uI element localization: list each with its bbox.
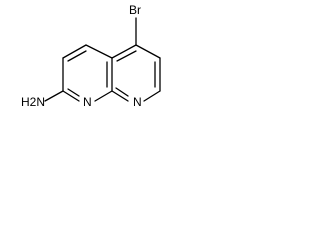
bond-c7-c8 [135,44,161,59]
bond-c1-c2-double [67,50,87,62]
bond-c2-c3 [85,44,113,59]
atom-label-br: Br [129,3,141,17]
atom-label-n8: N [133,95,142,109]
bond-c4-n1 [94,90,113,102]
structure-diagram: Br N N H2N [21,3,161,109]
bond-c9-n8 [143,90,161,102]
chemical-structure-canvas: Br N N H2N [0,0,200,140]
bond-n1-c5 [62,90,80,102]
bond-c6-c7-double [116,50,137,62]
atom-label-n1: N [83,95,92,109]
bond-amine [44,90,64,102]
bond-c5-n1-double [67,88,80,97]
bond-n8-c4 [111,90,129,102]
atom-label-amine: H2N [21,95,45,109]
bond-c1-c2 [62,44,87,59]
bond-c6-c7 [111,44,137,59]
bond-n8-c4-double [115,87,129,97]
